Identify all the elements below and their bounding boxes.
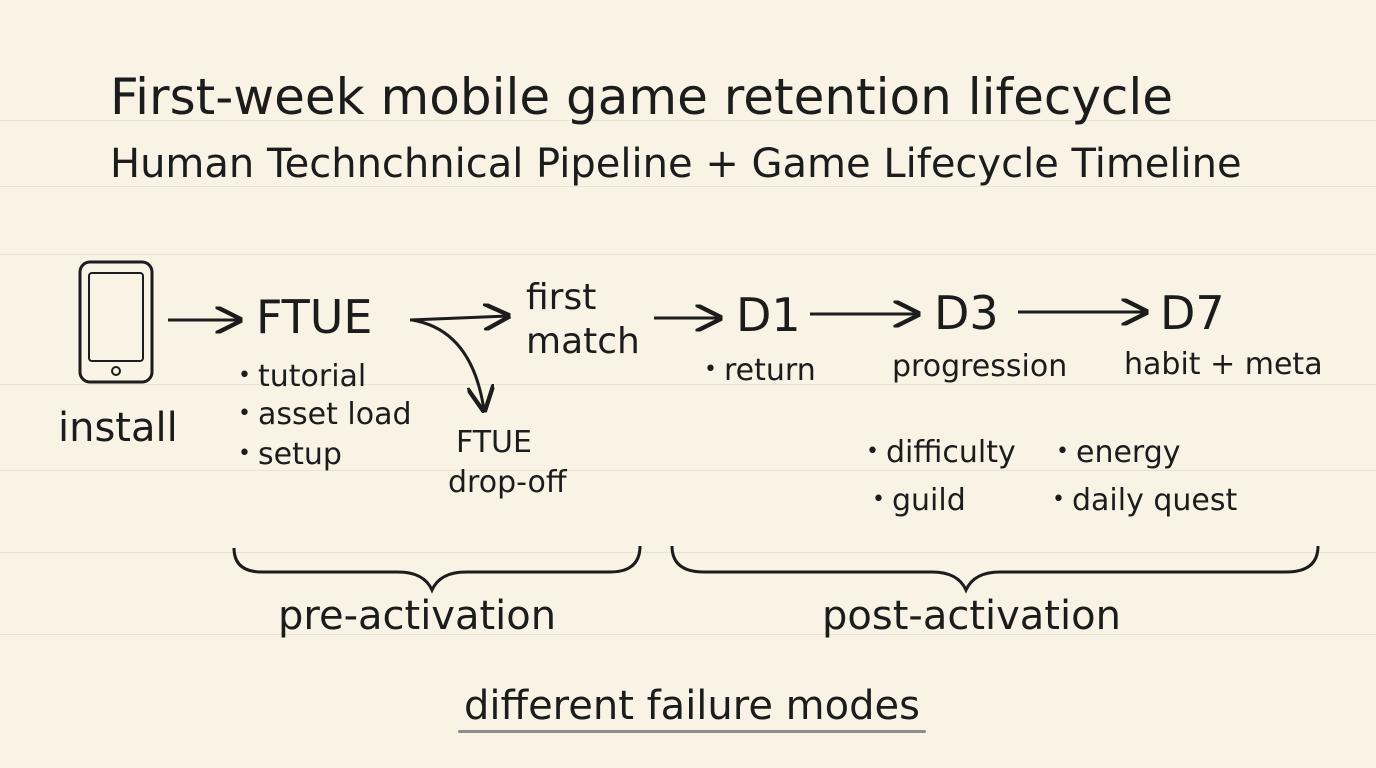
- ftue-bullet: tutorial: [238, 362, 366, 392]
- stage-d3-label: D3: [934, 286, 999, 340]
- stage-first-match-line2: match: [526, 321, 640, 362]
- d1-bullet: return: [704, 356, 816, 386]
- arrow-ftue-to-first-match: [409, 316, 508, 320]
- post-factor: guild: [872, 486, 966, 516]
- stage-ftue-dropoff-line2: drop-off: [448, 465, 567, 500]
- stage-d1-label: D1: [736, 288, 801, 342]
- stage-ftue-dropoff-line1: FTUE: [456, 425, 532, 460]
- paper-rule: [0, 120, 1376, 121]
- arrow-ftue-to-dropoff: [411, 318, 484, 410]
- paper-rule: [0, 254, 1376, 255]
- stage-d7-label: D7: [1160, 286, 1225, 340]
- brace-pre-activation: [232, 545, 642, 594]
- footer-note: different failure modes: [464, 683, 920, 729]
- paper-rule: [0, 186, 1376, 187]
- post-factor: daily quest: [1052, 486, 1237, 516]
- paper-rule: [0, 552, 1376, 553]
- stage-first-match-line1: first: [526, 277, 597, 318]
- ftue-bullet: setup: [238, 440, 342, 470]
- footer-underline: [458, 730, 926, 733]
- brace-post-activation: [670, 545, 1320, 594]
- post-factor: energy: [1056, 438, 1181, 468]
- diagram-subtitle: Human Technchnical Pipeline + Game Lifec…: [110, 141, 1242, 187]
- paper-rule: [0, 634, 1376, 635]
- d3-note: progression: [892, 349, 1068, 384]
- phone-icon: [78, 260, 154, 384]
- phase-post-activation: post-activation: [822, 593, 1121, 639]
- d7-note: habit + meta: [1124, 347, 1323, 382]
- diagram-title: First-week mobile game retention lifecyc…: [110, 68, 1174, 126]
- ftue-bullet: asset load: [238, 400, 412, 430]
- paper-rule: [0, 384, 1376, 385]
- stage-install-label: install: [58, 405, 178, 451]
- stage-ftue-label: FTUE: [256, 290, 373, 344]
- post-factor: difficulty: [866, 438, 1016, 468]
- phase-pre-activation: pre-activation: [278, 593, 557, 639]
- paper-rule: [0, 470, 1376, 471]
